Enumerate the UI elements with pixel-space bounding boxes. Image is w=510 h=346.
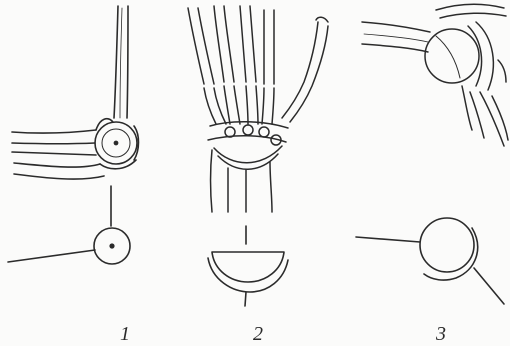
ellipsoid-joint-scheme — [208, 226, 288, 306]
shoulder-joint-illustration — [362, 4, 508, 146]
wrist-joint-illustration — [188, 6, 328, 212]
elbow-joint-illustration — [12, 6, 139, 179]
ball-joint-scheme — [8, 186, 130, 264]
ball-socket-joint-scheme — [356, 218, 504, 304]
panel-1: 1 — [8, 6, 139, 345]
panel-3-label: 3 — [435, 323, 446, 345]
panel-2: 2 — [188, 6, 328, 345]
panel-1-label: 1 — [120, 323, 130, 345]
panel-2-label: 2 — [253, 323, 263, 345]
panel-3: 3 — [356, 4, 508, 345]
